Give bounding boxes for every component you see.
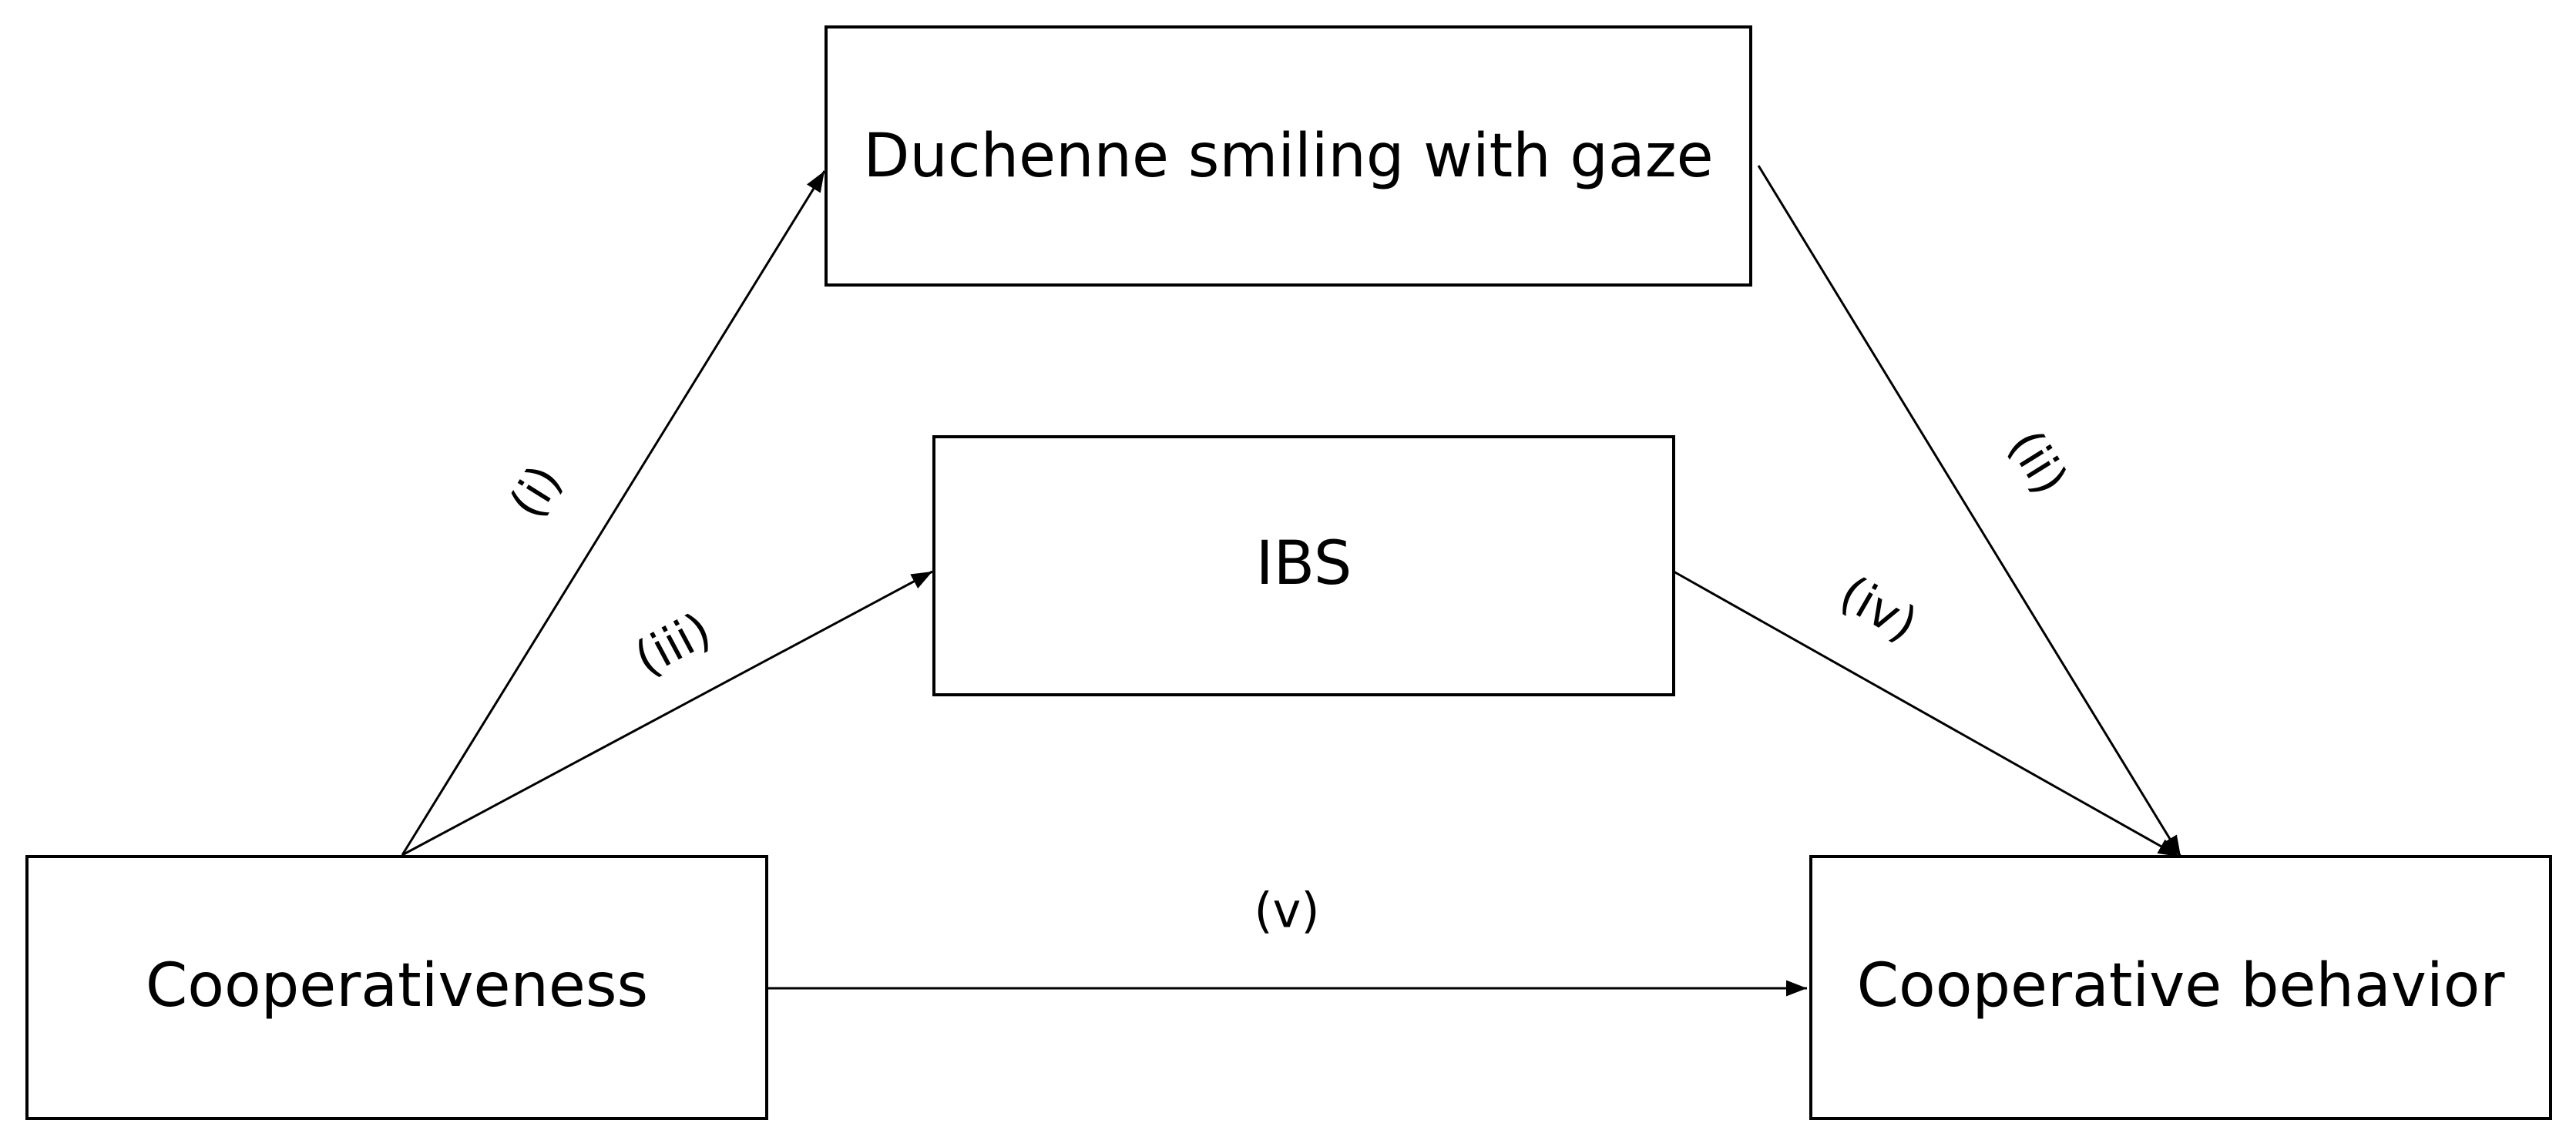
node-duchenne-smiling: Duchenne smiling with gaze xyxy=(825,25,1752,287)
node-ibs-label: IBS xyxy=(1256,529,1352,598)
node-cooperativeness: Cooperativeness xyxy=(25,855,768,1120)
edge-i-arrow xyxy=(401,170,826,856)
edge-iii-arrow xyxy=(401,570,933,857)
edge-iii-label: (iii) xyxy=(626,601,720,686)
edge-v-label: (v) xyxy=(1254,883,1319,939)
node-duchenne-smiling-label: Duchenne smiling with gaze xyxy=(863,122,1713,191)
node-ibs: IBS xyxy=(932,435,1675,696)
node-cooperative-behavior-label: Cooperative behavior xyxy=(1857,951,2506,1021)
edge-i-label: (i) xyxy=(499,455,573,528)
edge-ii-label: (ii) xyxy=(1997,421,2079,505)
node-cooperativeness-label: Cooperativeness xyxy=(146,951,648,1021)
edge-ii-arrow xyxy=(1757,165,2182,857)
node-cooperative-behavior: Cooperative behavior xyxy=(1809,855,2552,1120)
edge-iv-label: (iv) xyxy=(1830,565,1926,652)
edge-iv-arrow xyxy=(1673,570,2180,858)
